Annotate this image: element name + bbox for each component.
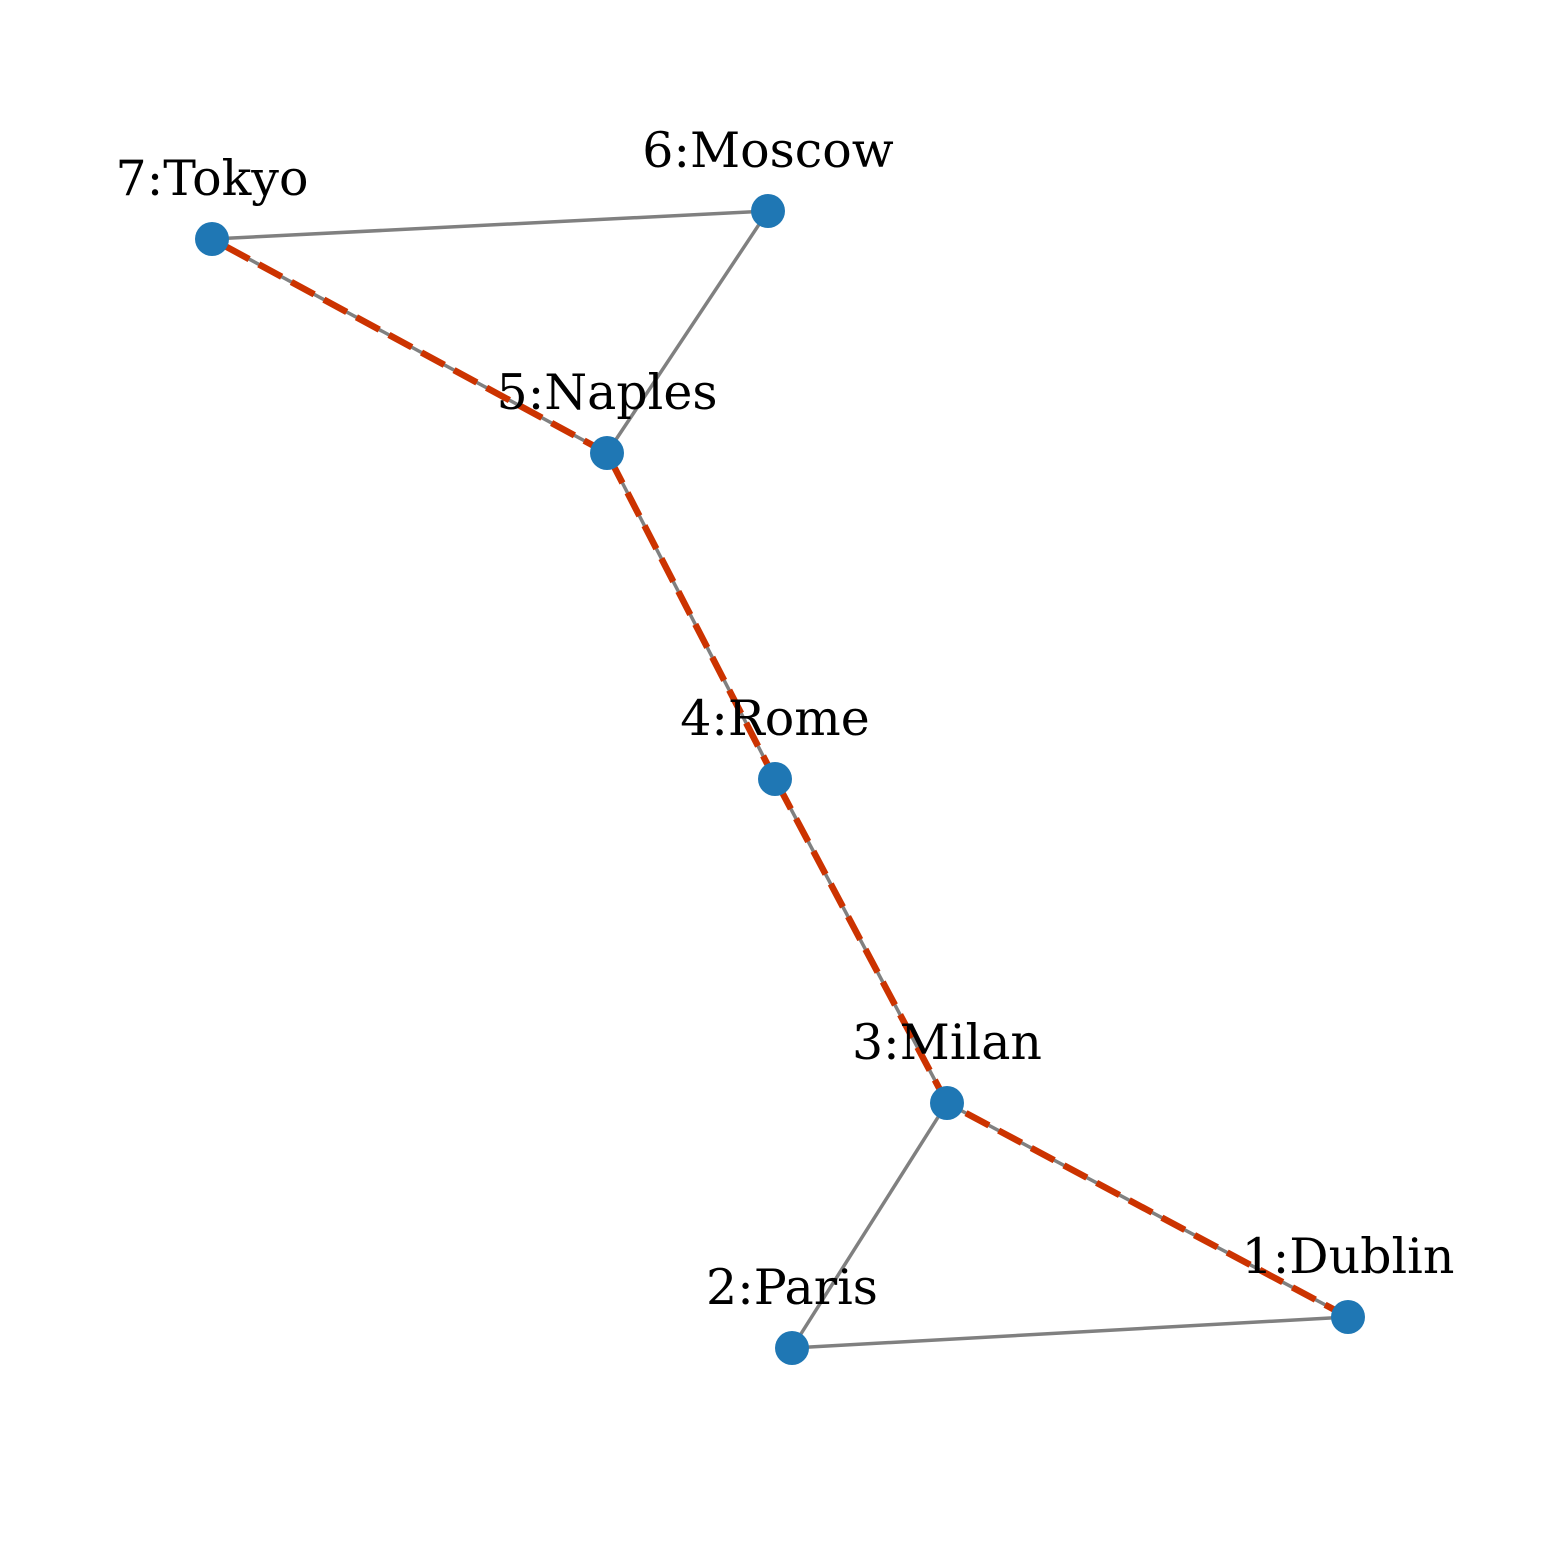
node-6 — [751, 194, 785, 228]
node-5 — [590, 436, 624, 470]
node-label-2: 2:Paris — [706, 1259, 878, 1316]
node-label-7: 7:Tokyo — [116, 150, 309, 207]
node-label-3: 3:Milan — [852, 1014, 1042, 1071]
path-edge-4-5 — [604, 451, 778, 781]
node-2 — [775, 1331, 809, 1365]
nodes-layer — [195, 194, 1365, 1365]
node-label-1: 1:Dublin — [1242, 1228, 1455, 1285]
node-label-5: 5:Naples — [497, 364, 718, 421]
path-edge-3-4 — [772, 777, 950, 1105]
node-label-6: 6:Moscow — [642, 122, 893, 179]
node-7 — [195, 222, 229, 256]
edge-1-2 — [791, 1315, 1349, 1350]
node-3 — [930, 1086, 964, 1120]
path-edge-5-7 — [210, 236, 609, 456]
highlighted-path-layer — [210, 236, 1350, 1320]
node-1 — [1331, 1300, 1365, 1334]
edge-2-3 — [790, 1102, 949, 1349]
edge-6-7 — [211, 209, 769, 241]
path-edge-1-3 — [945, 1100, 1350, 1320]
node-4 — [758, 762, 792, 796]
node-label-4: 4:Rome — [680, 690, 870, 747]
labels-layer: 1:Dublin 2:Paris 3:Milan 4:Rome 5:Naples 6:Mo… — [116, 122, 1455, 1316]
edge-5-6 — [605, 210, 770, 454]
